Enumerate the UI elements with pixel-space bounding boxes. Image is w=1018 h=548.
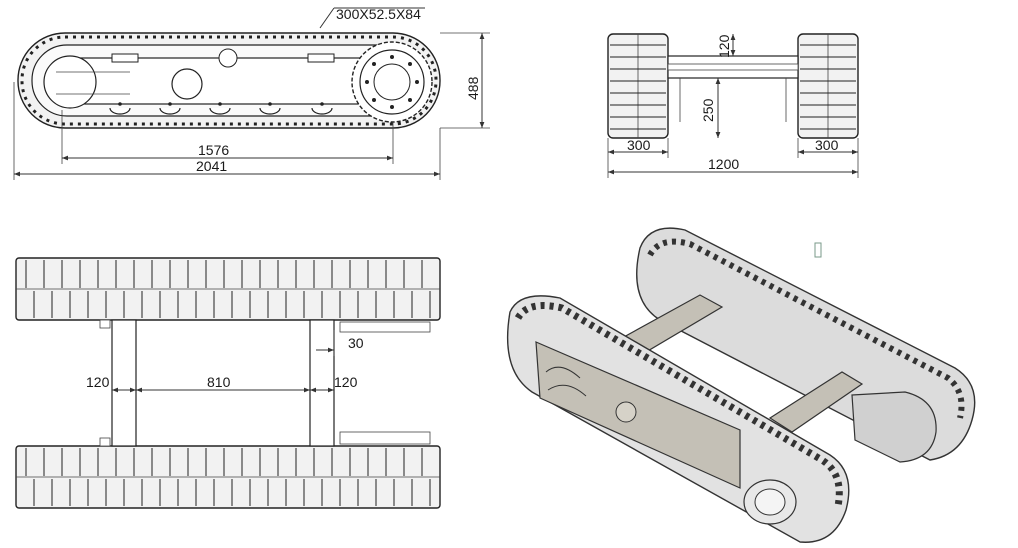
side-rollers [109,107,333,115]
front-view: 120 250 300 300 1200 [607,33,859,178]
frame-top-dim-label: 120 [716,34,732,58]
total-length-dim-label: 2041 [196,158,227,174]
total-width-label: 1200 [708,156,739,172]
iso-marker [814,242,822,258]
top-right-beam [309,319,335,447]
left-track-width-label: 300 [627,137,651,153]
side-idler [43,55,97,109]
iso-back-drive [851,391,937,463]
iso-front-side-frame [535,341,741,489]
right-track-width-label: 300 [815,137,839,153]
track-spec-label: 300X52.5X84 [336,6,421,22]
side-frame [61,57,363,105]
top-view: 30 120 810 120 [15,257,441,509]
left-beam-dim-label: 120 [86,374,110,390]
iso-view [506,227,976,543]
side-hub [171,68,203,100]
top-upper-track-tread [25,260,431,318]
top-lower-track-tread [25,448,431,506]
height-dim-label: 488 [465,76,481,100]
span-dim-label: 810 [207,374,231,390]
inner-length-dim-label: 1576 [198,142,229,158]
top-left-beam [111,319,137,447]
clearance-dim-label: 250 [700,98,716,122]
right-beam-dim-label: 120 [334,374,358,390]
iso-rear-crossbeam [768,371,864,433]
offset-dim-label: 30 [348,335,364,351]
side-view: 300X52.5X84 488 1576 2041 [13,6,490,180]
